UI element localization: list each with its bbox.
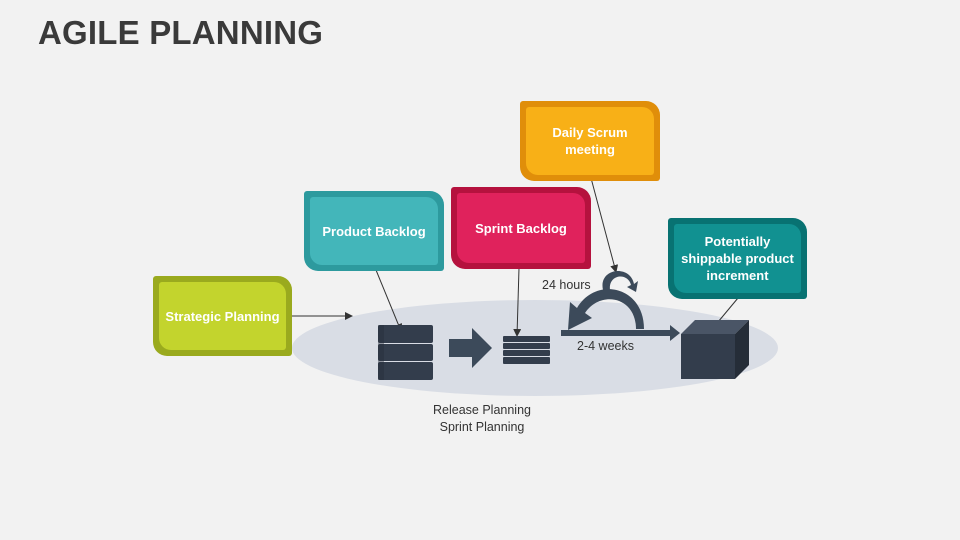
strategic-planning-label: Strategic Planning — [159, 282, 286, 350]
product-backlog-label: Product Backlog — [310, 197, 438, 265]
shippable-increment-label: Potentially shippable product increment — [674, 224, 801, 293]
daily-scrum-label: Daily Scrum meeting — [526, 107, 654, 175]
weeks-label: 2-4 weeks — [577, 339, 634, 353]
daily-scrum-connector — [590, 177, 619, 273]
sprint-backlog-label: Sprint Backlog — [457, 193, 585, 263]
strategic-planning-box: Strategic Planning — [153, 276, 292, 356]
product-backlog-connector — [375, 269, 403, 332]
hours-label: 24 hours — [542, 278, 591, 292]
page-title: AGILE PLANNING — [38, 14, 324, 51]
shippable-increment-box: Potentially shippable product increment — [668, 218, 807, 299]
daily-cycle-icon — [602, 271, 638, 292]
iteration-arc-icon — [568, 289, 644, 330]
daily-scrum-box: Daily Scrum meeting — [520, 101, 660, 181]
sprint-backlog-connector — [513, 267, 522, 337]
product-backlog-stack-icon — [378, 325, 433, 380]
sprint-planning-label: Sprint Planning — [439, 420, 525, 434]
product-increment-cube-icon — [681, 320, 749, 379]
release-planning-label: Release Planning — [433, 403, 531, 417]
process-arrow-icon — [449, 328, 492, 368]
sprint-backlog-stack-icon — [503, 336, 550, 364]
planning-caption: Release Planning Sprint Planning — [402, 402, 562, 436]
product-backlog-box: Product Backlog — [304, 191, 444, 271]
sprint-backlog-box: Sprint Backlog — [451, 187, 591, 269]
sprint-cycle-arrow-icon — [561, 325, 680, 341]
